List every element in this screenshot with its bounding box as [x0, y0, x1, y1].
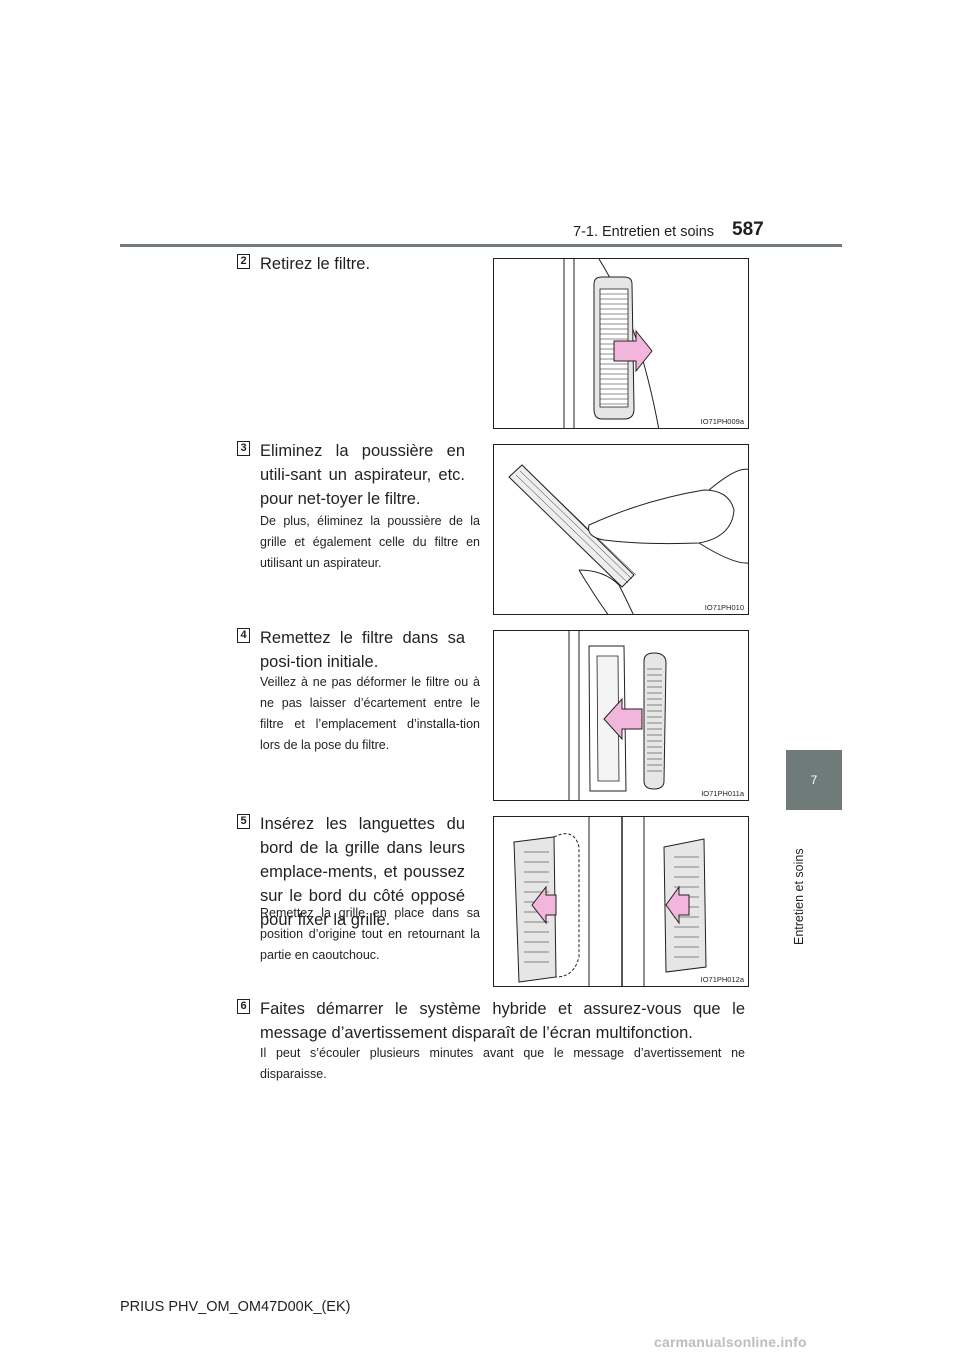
step-figure-reinstall-filter: IO71PH011a	[493, 630, 749, 801]
step-note: De plus, éliminez la poussière de la gri…	[260, 514, 480, 570]
footer-model-code: PRIUS PHV_OM_OM47D00K_(EK)	[120, 1299, 351, 1315]
chapter-number: 7	[810, 773, 818, 787]
step-note: Il peut s’écouler plusieurs minutes avan…	[260, 1046, 745, 1081]
figure-code: IO71PH009a	[700, 417, 744, 426]
step-figure-remove-filter: IO71PH009a	[493, 258, 749, 429]
push-arrow-icon	[665, 885, 690, 925]
figure-code: IO71PH011a	[701, 789, 744, 798]
header-section-title: 7-1. Entretien et soins	[573, 224, 715, 240]
step-title: Eliminez la poussière en utili-sant un a…	[260, 442, 465, 508]
step-badge: 4	[237, 628, 250, 643]
insert-arrow-icon	[603, 697, 643, 741]
hand-icon	[578, 569, 634, 614]
push-arrow-icon	[531, 885, 557, 925]
step-title: Retirez le filtre.	[260, 255, 371, 273]
chapter-side-label: Entretien et soins	[792, 848, 806, 945]
remove-filter-illustration	[563, 259, 660, 428]
vacuum-cleaner-icon	[588, 489, 735, 545]
vacuum-filter-illustration	[508, 464, 748, 614]
figure-code: IO71PH010	[704, 603, 744, 612]
step-note: Veillez à ne pas déformer le filtre ou à…	[260, 675, 480, 752]
reinstall-filter-illustration	[568, 631, 667, 800]
step-figure-refit-grille: IO71PH012a	[493, 816, 749, 987]
step-badge: 6	[237, 999, 250, 1014]
step-note: Remettez la grille en place dans sa posi…	[260, 906, 480, 962]
step-badge: 5	[237, 814, 250, 829]
step-badge: 3	[237, 441, 250, 456]
pull-arrow-icon	[613, 329, 653, 373]
page-number: 587	[732, 219, 764, 240]
header-rule	[120, 244, 842, 247]
step-title: Remettez le filtre dans sa posi-tion ini…	[260, 629, 465, 671]
figure-code: IO71PH012a	[700, 975, 744, 984]
chapter-tab: 7	[786, 750, 842, 810]
step-title: Insérez les languettes du bord de la gri…	[260, 815, 465, 929]
refit-grille-illustration	[513, 817, 707, 986]
watermark: carmanualsonline.info	[654, 1334, 807, 1350]
step-badge: 2	[237, 254, 250, 269]
step-figure-vacuum-filter: IO71PH010	[493, 444, 749, 615]
step-title: Faites démarrer le système hybride et as…	[260, 1000, 745, 1042]
